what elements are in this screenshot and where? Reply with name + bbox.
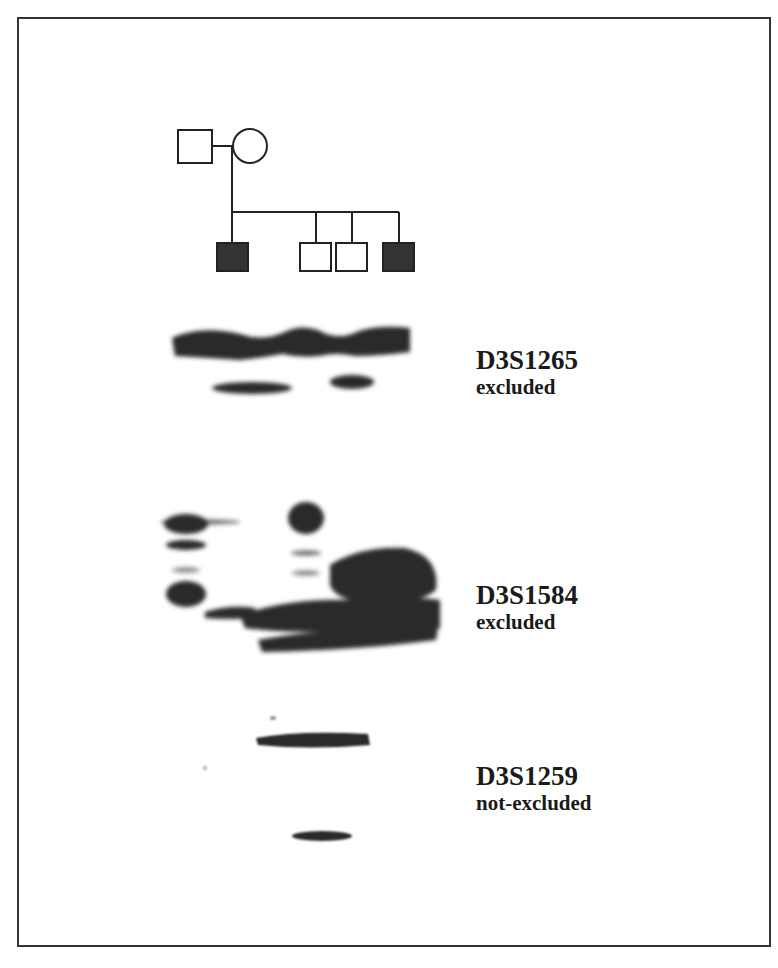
affected-son xyxy=(383,243,414,271)
frame xyxy=(18,18,770,946)
status-text: excluded xyxy=(476,377,555,398)
gel-bands-d3s1259 xyxy=(203,716,370,841)
marker-name: D3S1259 xyxy=(476,763,578,790)
sib-drop xyxy=(398,212,400,243)
pedigree xyxy=(178,129,414,271)
mother-circle xyxy=(233,129,267,163)
gel-bands-d3s1265 xyxy=(172,327,410,394)
sib-drop xyxy=(351,212,353,243)
unaffected-son xyxy=(300,243,331,271)
marker-name: D3S1584 xyxy=(476,582,578,609)
gel-bands-d3s1584 xyxy=(160,502,440,652)
descent-line xyxy=(231,146,233,243)
marker-name: D3S1265 xyxy=(476,347,578,374)
affected-son xyxy=(217,243,248,271)
mating-line xyxy=(212,145,233,147)
sib-drop xyxy=(315,212,317,243)
unaffected-son xyxy=(336,243,367,271)
father-square xyxy=(178,130,212,163)
status-text: excluded xyxy=(476,612,555,633)
status-text: not-excluded xyxy=(476,793,592,814)
